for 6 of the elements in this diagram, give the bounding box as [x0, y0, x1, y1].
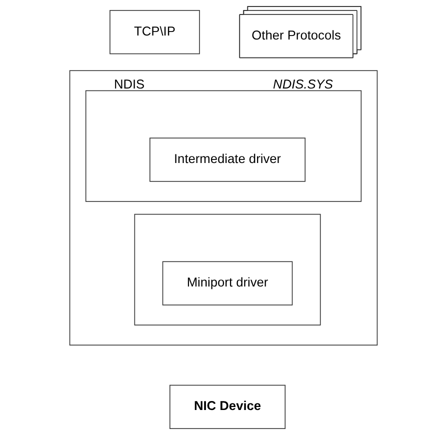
cluster	[134, 214, 321, 326]
node-box: TCP\IP	[110, 10, 200, 54]
node-box: Intermediate driver	[150, 138, 306, 182]
node-box: Miniport driver	[162, 261, 293, 306]
node-box: NIC Device	[169, 384, 286, 429]
cluster	[85, 90, 362, 202]
